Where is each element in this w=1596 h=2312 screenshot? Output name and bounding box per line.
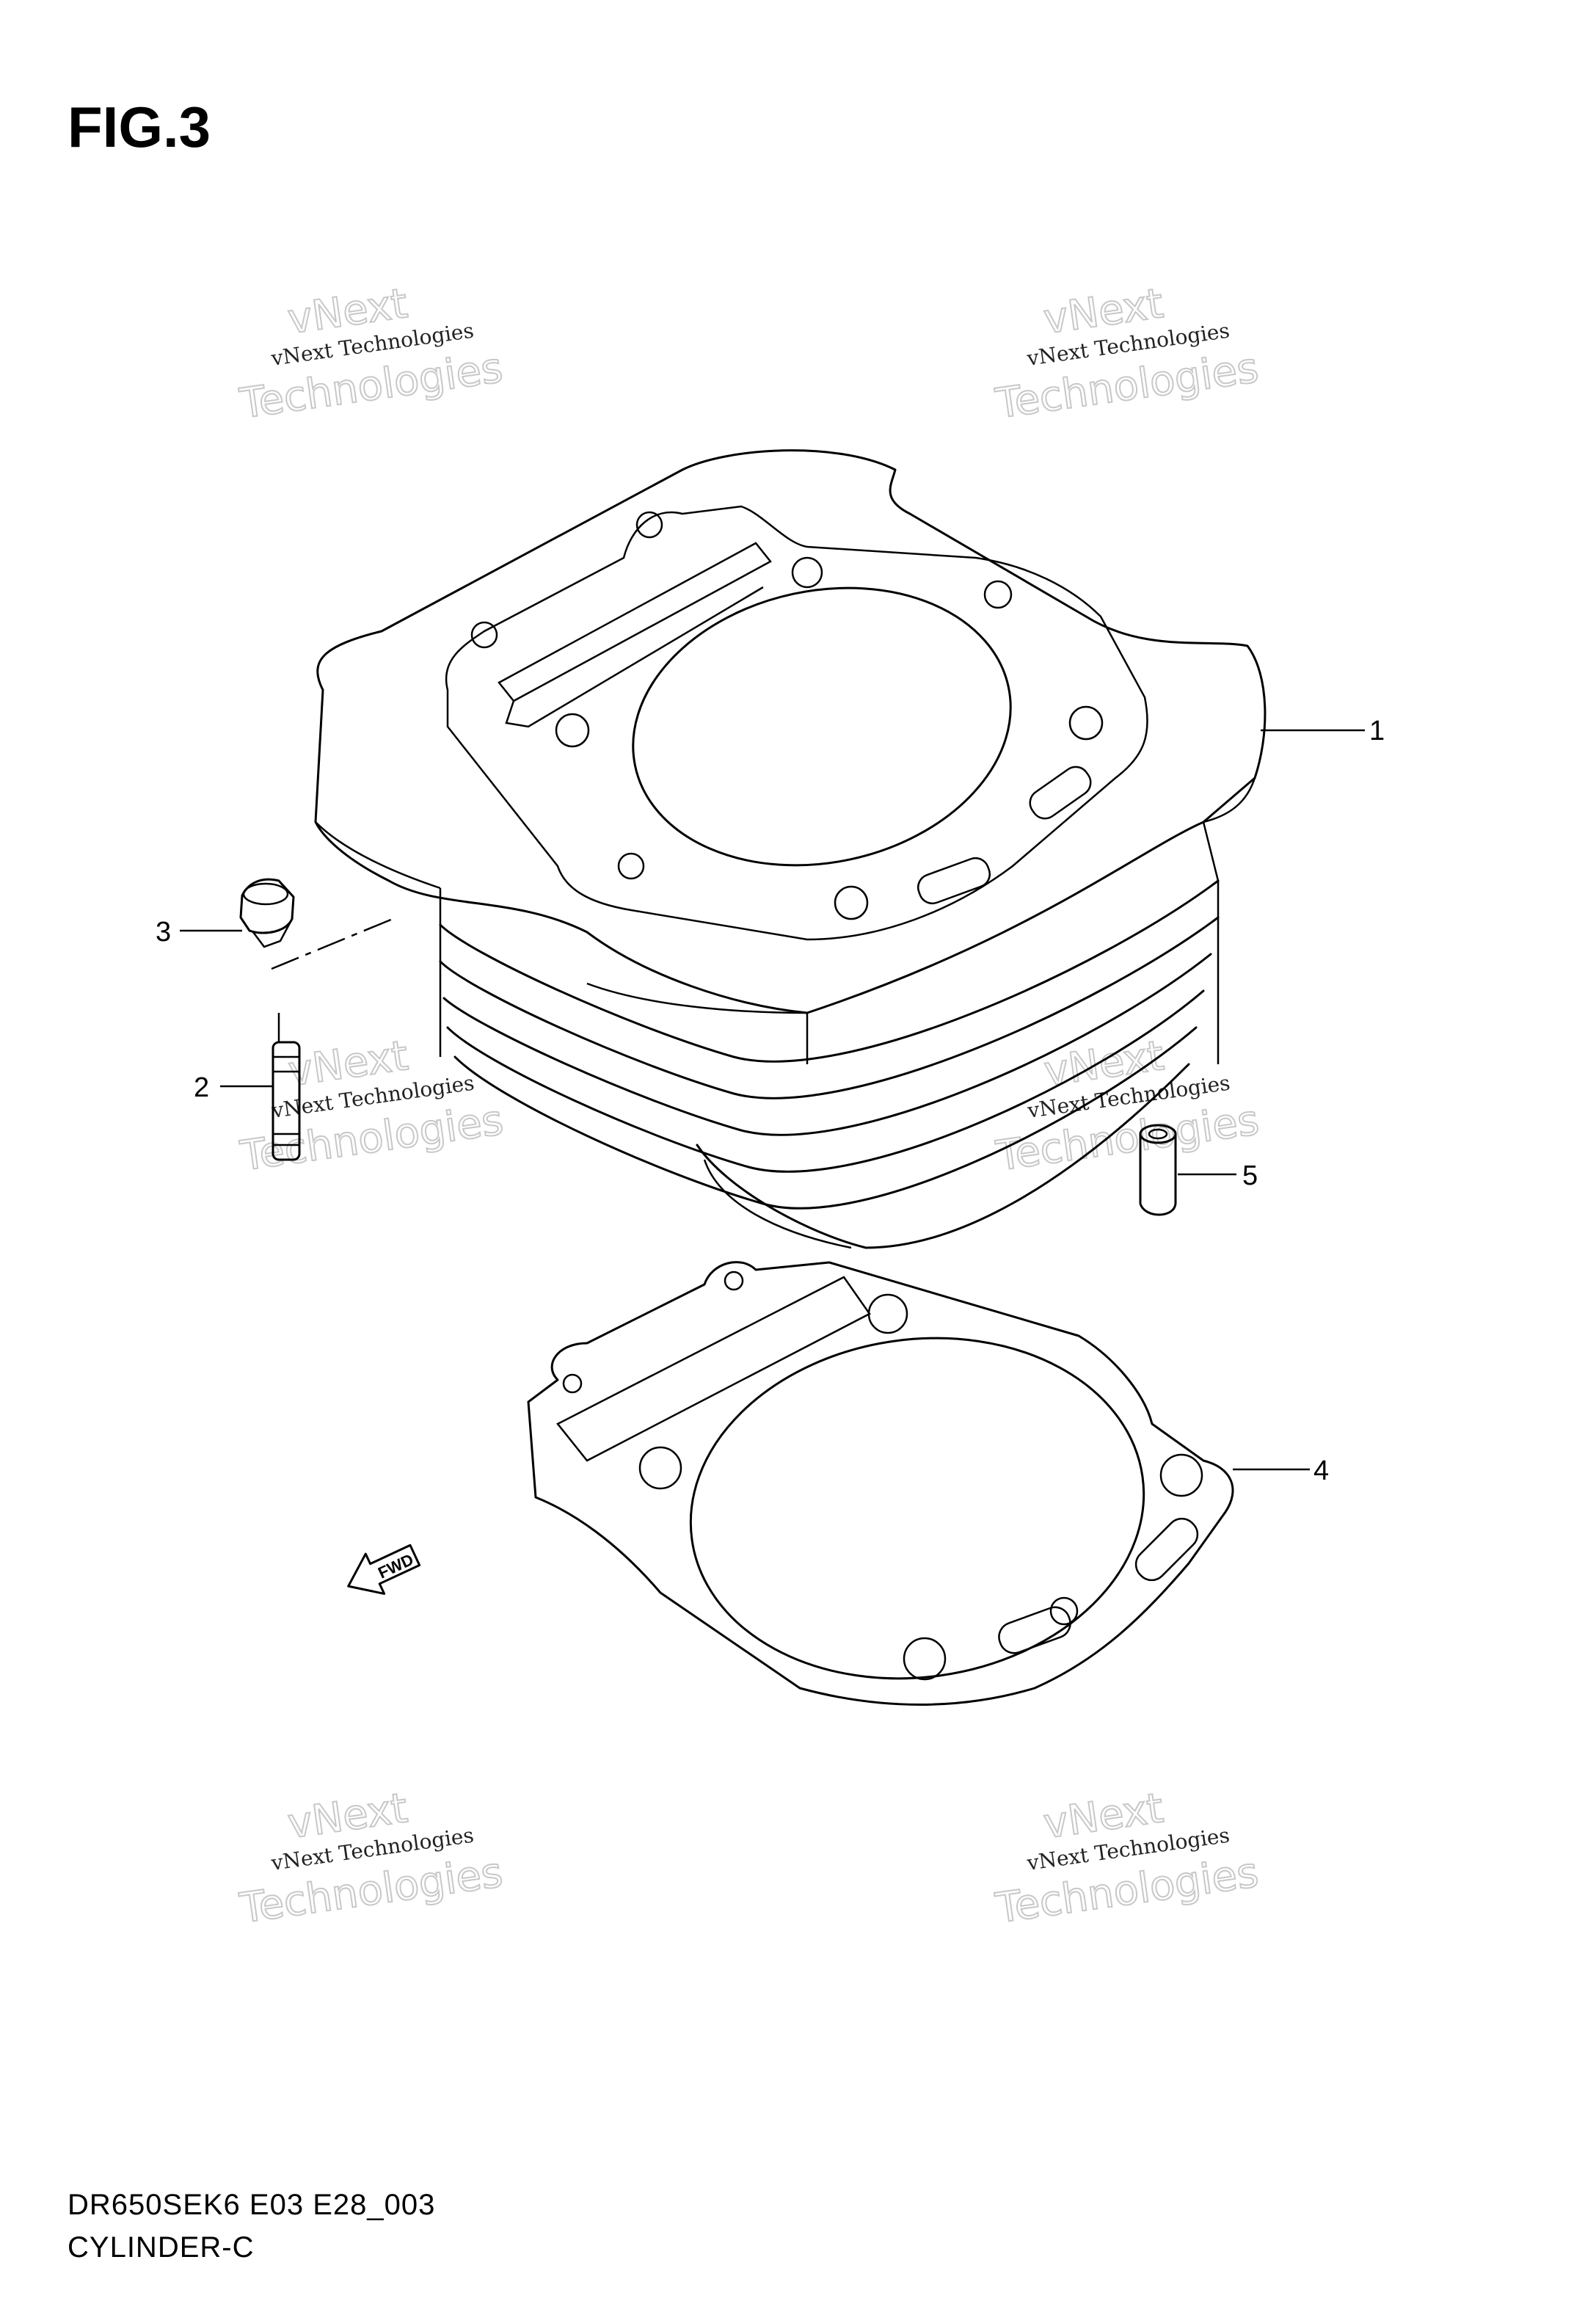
watermark-bottom-right: vNext vNext Technologies Technologies: [992, 1784, 1262, 1933]
callout-4: 4: [1313, 1455, 1329, 1486]
callout-5: 5: [1242, 1160, 1258, 1191]
watermark-top-left: vNext vNext Technologies Technologies: [236, 279, 506, 429]
callout-3: 3: [156, 917, 171, 948]
cylinder-part: [314, 449, 1267, 1249]
callout-1: 1: [1369, 716, 1385, 746]
gasket-part: [527, 1261, 1234, 1706]
callout-2: 2: [194, 1072, 209, 1103]
nut-part: [239, 878, 295, 948]
watermark-bottom-left: vNext vNext Technologies Technologies: [236, 1784, 506, 1933]
figure-name: CYLINDER-C: [68, 2231, 255, 2264]
dowel-pin-part: [1139, 1124, 1177, 1216]
figure-code: DR650SEK6 E03 E28_003: [68, 2189, 436, 2221]
figure-title: FIG.3: [68, 95, 211, 159]
fwd-direction-arrow: FWD: [347, 1544, 421, 1595]
stud-part: [272, 1041, 301, 1161]
watermark-top-right: vNext vNext Technologies Technologies: [992, 279, 1262, 429]
watermark-mid-right: vNext vNext Technologies Technologies: [992, 1031, 1262, 1181]
watermark-mid-left: vNext vNext Technologies Technologies: [236, 1031, 506, 1181]
